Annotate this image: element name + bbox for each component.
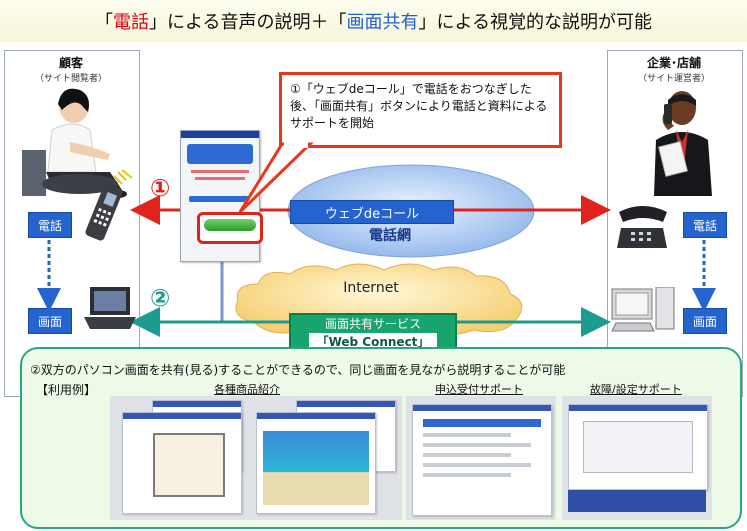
screen-share-button[interactable] xyxy=(204,219,256,231)
thumbnail-title-bar xyxy=(413,405,551,411)
form-line xyxy=(423,453,511,457)
form-line xyxy=(423,473,511,477)
staff-document xyxy=(658,141,688,177)
company-subheading: （サイト運営者） xyxy=(637,74,710,84)
customer-hair xyxy=(58,88,89,112)
form-header xyxy=(423,419,541,427)
customer-subheading: （サイト閲覧者） xyxy=(34,74,107,84)
thumbnail-floorplan xyxy=(122,412,242,514)
window-logo-block xyxy=(187,144,253,164)
title-quote: 」 xyxy=(418,12,437,33)
beach-photo xyxy=(263,431,369,505)
form-line xyxy=(423,463,531,467)
customer-arm xyxy=(70,142,110,160)
title-quote: 」 xyxy=(149,12,168,33)
company-phone-label: 電話 xyxy=(683,212,727,238)
title-text: による視覚的な説明が可能 xyxy=(436,12,652,33)
title-quote: 「 xyxy=(95,12,114,33)
window-red-line xyxy=(191,170,249,173)
title-term-phone: 電話 xyxy=(113,12,150,33)
web-de-call-bar: ウェブdeコール xyxy=(290,200,454,224)
example-caption-application: 申込受付サポート xyxy=(435,383,523,396)
laptop-icon xyxy=(84,287,136,329)
thumbnail-title-bar xyxy=(257,413,375,419)
example-caption-troubleshoot: 故障/設定サポート xyxy=(590,383,682,396)
thumbnail-title-bar xyxy=(153,401,241,407)
title-text: による音声の説明＋ xyxy=(167,12,329,33)
window-red-line xyxy=(195,177,245,180)
chair-back xyxy=(22,150,46,196)
screen-share-service-line1: 画面共有サービス xyxy=(324,317,421,331)
step-one-callout: ①「ウェブdeコール」で電話をおつなぎした後、「画面共有」ボタンにより電話と資料… xyxy=(279,72,562,148)
taskbar-strip xyxy=(568,490,706,512)
phone-network-label: 電話網 xyxy=(369,228,411,244)
thumbnail-title-bar xyxy=(123,413,241,419)
customer-heading: 顧客 xyxy=(58,56,83,70)
step-two-marker: ② xyxy=(150,284,171,312)
screen-share-button-highlight[interactable] xyxy=(197,212,263,244)
form-line xyxy=(423,433,511,437)
form-line xyxy=(423,443,531,447)
bottom-headline: ②双方のパソコン画面を共有(見る)することができるので、同じ画面を見ながら説明す… xyxy=(30,363,566,377)
thumbnail-title-bar xyxy=(569,405,707,411)
customer-phone-label: 電話 xyxy=(28,212,72,238)
window-title-bar xyxy=(181,131,259,138)
desk-phone-icon xyxy=(617,206,667,248)
floorplan-drawing xyxy=(153,433,225,497)
example-caption-products: 各種商品紹介 xyxy=(214,383,280,396)
desk-top xyxy=(42,174,118,194)
mobile-phone-icon xyxy=(85,170,133,241)
settings-dialog-body xyxy=(583,421,693,473)
company-heading: 企業･店舗 xyxy=(646,56,701,70)
page-title: 「電話」による音声の説明＋「画面共有」による視覚的な説明が可能 xyxy=(0,0,747,42)
examples-label: 【利用例】 xyxy=(36,383,97,397)
company-screen-label: 画面 xyxy=(683,308,727,334)
thumbnail-title-bar xyxy=(297,401,395,407)
screen-share-service-line2: 「Web Connect」 xyxy=(309,333,437,351)
customer-screen-label: 画面 xyxy=(28,308,72,334)
thumbnail-settings-dialog xyxy=(568,404,708,490)
internet-label: Internet xyxy=(343,280,399,296)
customer-illustration xyxy=(22,88,127,198)
step-one-marker: ① xyxy=(150,174,171,202)
staff-hair xyxy=(668,94,696,106)
thumbnail-application-form xyxy=(412,404,552,516)
thumbnail-travel xyxy=(256,412,376,514)
window-blue-line xyxy=(189,196,251,202)
desktop-pc-icon xyxy=(611,287,675,332)
staff-phone xyxy=(664,104,672,124)
company-illustration xyxy=(654,91,712,196)
title-term-screen-share: 画面共有 xyxy=(346,12,419,33)
ring-lines xyxy=(113,170,133,185)
title-quote: 「 xyxy=(328,12,347,33)
